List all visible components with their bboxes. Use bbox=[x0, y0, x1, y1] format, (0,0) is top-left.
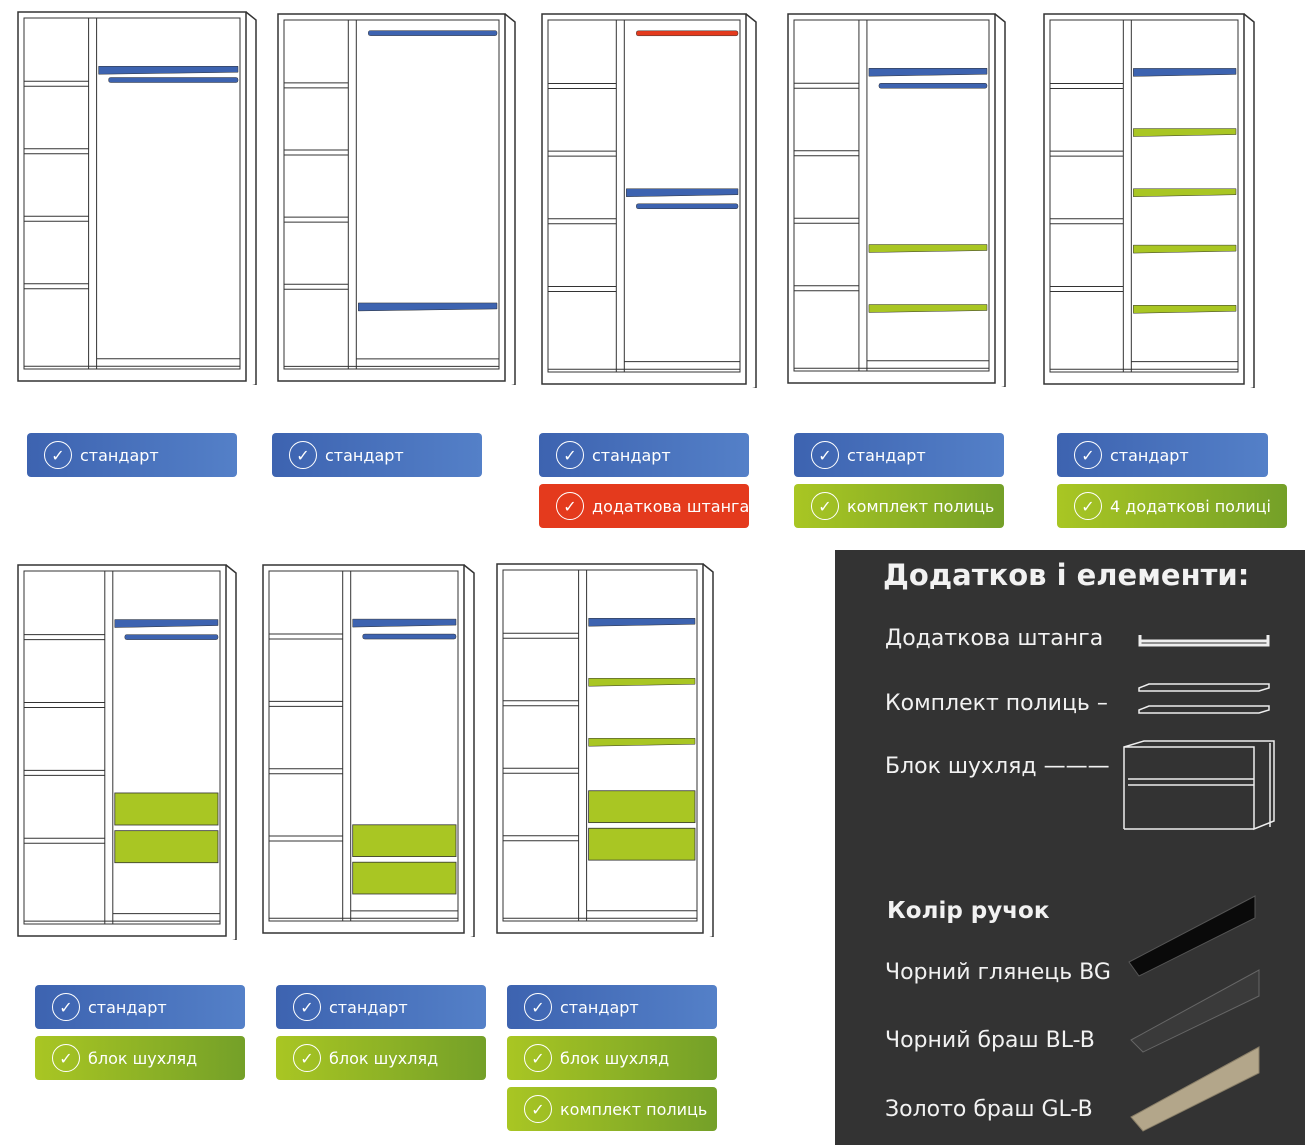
badge-label: стандарт bbox=[847, 445, 926, 465]
wardrobe-6 bbox=[16, 563, 238, 940]
badge-label: стандарт bbox=[325, 445, 404, 465]
drawer bbox=[588, 827, 696, 861]
option-badge: ✓ стандарт bbox=[1057, 433, 1268, 477]
rod bbox=[878, 83, 988, 89]
check-icon: ✓ bbox=[524, 1044, 552, 1072]
drawer bbox=[114, 830, 219, 864]
badge-label: стандарт bbox=[1110, 445, 1189, 465]
option-badge: ✓ стандарт bbox=[507, 985, 717, 1029]
drawer bbox=[352, 861, 457, 895]
shelf bbox=[1133, 244, 1237, 254]
wardrobe-8 bbox=[495, 562, 715, 937]
legend-title: Додатков і елементи: bbox=[883, 558, 1250, 592]
badge-label: комплект полиць bbox=[847, 496, 995, 516]
option-badge: ✓ блок шухляд bbox=[507, 1036, 717, 1080]
check-icon: ✓ bbox=[1074, 441, 1102, 469]
shelves-icon bbox=[1138, 683, 1270, 714]
handle-black-gloss: Чорний глянець BG bbox=[885, 960, 1111, 985]
option-badge: ✓ стандарт bbox=[276, 985, 486, 1029]
wardrobe-1 bbox=[16, 10, 258, 385]
rod bbox=[108, 77, 239, 83]
shelf bbox=[358, 302, 498, 312]
shelf bbox=[352, 618, 457, 628]
legend-item-rod: Додаткова штанга bbox=[885, 626, 1104, 651]
handle-black-brush-icon bbox=[1130, 969, 1260, 1053]
wardrobe-3 bbox=[540, 12, 758, 388]
badge-label: блок шухляд bbox=[88, 1048, 198, 1068]
handles-title: Колір ручок bbox=[887, 898, 1050, 924]
badge-label: стандарт bbox=[329, 997, 408, 1017]
shelf bbox=[588, 678, 696, 687]
shelf bbox=[868, 304, 988, 313]
badge-label: стандарт bbox=[592, 445, 671, 465]
shelf bbox=[1133, 68, 1237, 77]
check-icon: ✓ bbox=[52, 993, 80, 1021]
check-icon: ✓ bbox=[524, 1095, 552, 1123]
option-badge: ✓ стандарт bbox=[794, 433, 1004, 477]
drawer bbox=[588, 790, 696, 824]
badge-label: додаткова штанга bbox=[592, 496, 750, 516]
check-icon: ✓ bbox=[44, 441, 72, 469]
check-icon: ✓ bbox=[293, 993, 321, 1021]
wardrobe-5 bbox=[1042, 12, 1256, 388]
legend-item-shelves: Комплект полиць – bbox=[885, 691, 1108, 716]
option-badge: ✓ стандарт bbox=[27, 433, 237, 477]
badge-label: 4 додаткові полиці bbox=[1110, 496, 1271, 516]
shelf bbox=[868, 244, 988, 253]
rod bbox=[124, 634, 219, 640]
badge-label: стандарт bbox=[560, 997, 639, 1017]
handle-gold-brush-icon bbox=[1130, 1046, 1260, 1132]
badge-label: блок шухляд bbox=[329, 1048, 439, 1068]
handle-gold-brush: Золото браш GL-B bbox=[885, 1097, 1093, 1122]
check-icon: ✓ bbox=[524, 993, 552, 1021]
shelf bbox=[1133, 128, 1237, 137]
shelf bbox=[98, 66, 239, 75]
option-badge: ✓ стандарт bbox=[272, 433, 482, 477]
option-badge: ✓ 4 додаткові полиці bbox=[1057, 484, 1287, 528]
handle-black-brush: Чорний браш BL-B bbox=[885, 1028, 1095, 1053]
rod bbox=[368, 30, 498, 36]
check-icon: ✓ bbox=[556, 441, 584, 469]
handle-black-gloss-icon bbox=[1128, 895, 1256, 977]
badge-label: блок шухляд bbox=[560, 1048, 670, 1068]
option-badge: ✓ блок шухляд bbox=[276, 1036, 486, 1080]
wardrobe-4 bbox=[786, 12, 1007, 387]
shelf bbox=[588, 738, 696, 747]
legend-item-drawers: Блок шухляд ——— bbox=[885, 754, 1110, 779]
rod bbox=[636, 30, 739, 37]
check-icon: ✓ bbox=[811, 492, 839, 520]
badge-label: стандарт bbox=[80, 445, 159, 465]
check-icon: ✓ bbox=[1074, 492, 1102, 520]
rod bbox=[362, 633, 457, 640]
shelf bbox=[626, 188, 739, 197]
drawer bbox=[352, 824, 457, 857]
option-badge: ✓ комплект полиць bbox=[794, 484, 1004, 528]
shelf bbox=[114, 619, 219, 628]
option-badge: ✓ додаткова штанга bbox=[539, 484, 749, 528]
option-badge: ✓ стандарт bbox=[539, 433, 749, 477]
drawer-block-icon bbox=[1123, 740, 1275, 831]
option-badge: ✓ комплект полиць bbox=[507, 1087, 717, 1131]
shelf bbox=[868, 68, 988, 77]
wardrobe-7 bbox=[261, 563, 476, 937]
check-icon: ✓ bbox=[289, 441, 317, 469]
drawer bbox=[114, 792, 219, 826]
option-badge: ✓ стандарт bbox=[35, 985, 245, 1029]
badge-label: комплект полиць bbox=[560, 1099, 708, 1119]
shelf bbox=[588, 618, 696, 627]
shelf bbox=[1133, 188, 1237, 197]
wardrobe-2 bbox=[276, 12, 517, 385]
option-badge: ✓ блок шухляд bbox=[35, 1036, 245, 1080]
shelf bbox=[1133, 305, 1237, 314]
check-icon: ✓ bbox=[52, 1044, 80, 1072]
badge-label: стандарт bbox=[88, 997, 167, 1017]
check-icon: ✓ bbox=[811, 441, 839, 469]
legend-panel: Додатков і елементи: Додаткова штанга Ко… bbox=[835, 550, 1305, 1145]
rod bbox=[636, 203, 739, 210]
check-icon: ✓ bbox=[556, 492, 584, 520]
rod-icon bbox=[1138, 635, 1270, 647]
check-icon: ✓ bbox=[293, 1044, 321, 1072]
